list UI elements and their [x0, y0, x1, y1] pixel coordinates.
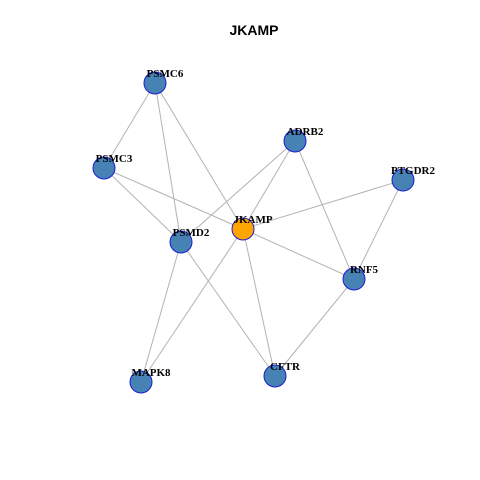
node-label-jkamp: JKAMP: [233, 214, 272, 226]
node-psmd2: [169, 230, 193, 254]
edge-adrb2-jkamp: [242, 140, 296, 230]
edge-psmc3-jkamp: [103, 167, 244, 230]
node-label-adrb2: ADRB2: [287, 126, 324, 138]
node-label-rnf5: RNF5: [350, 264, 379, 276]
node-cftr: [263, 364, 287, 388]
node-ptgdr2: [391, 168, 415, 192]
edges-layer: [103, 82, 404, 383]
edge-jkamp-cftr: [242, 228, 276, 377]
edge-psmc6-psmd2: [154, 82, 182, 243]
edge-adrb2-psmd2: [180, 140, 296, 243]
edge-jkamp-mapk8: [140, 228, 244, 383]
graph-title: JKAMP: [229, 22, 278, 38]
edge-psmd2-cftr: [180, 241, 276, 377]
edge-rnf5-cftr: [274, 278, 355, 377]
node-rnf5: [342, 267, 366, 291]
node-label-psmd2: PSMD2: [173, 227, 210, 239]
node-label-psmc3: PSMC3: [96, 153, 133, 165]
edge-jkamp-rnf5: [242, 228, 355, 280]
edge-psmc6-psmc3: [103, 82, 156, 169]
node-label-ptgdr2: PTGDR2: [391, 165, 436, 177]
edge-psmc6-jkamp: [154, 82, 244, 230]
edge-ptgdr2-jkamp: [242, 179, 404, 230]
nodes-layer: JKAMP PSMC6ADRB2PSMC3PTGDR2PSMD2RNF5MAPK8…: [92, 68, 436, 394]
node-psmc3: [92, 156, 116, 180]
node-label-mapk8: MAPK8: [131, 367, 171, 379]
node-mapk8: [129, 370, 153, 394]
node-label-cftr: CFTR: [270, 361, 301, 373]
edge-adrb2-rnf5: [294, 140, 355, 280]
node-adrb2: [283, 129, 307, 153]
edge-psmd2-mapk8: [140, 241, 182, 383]
node-psmc6: [143, 71, 167, 95]
node-label-psmc6: PSMC6: [147, 68, 184, 80]
node-jkamp: [231, 217, 255, 241]
edge-ptgdr2-rnf5: [353, 179, 404, 280]
edge-psmc3-psmd2: [103, 167, 182, 243]
